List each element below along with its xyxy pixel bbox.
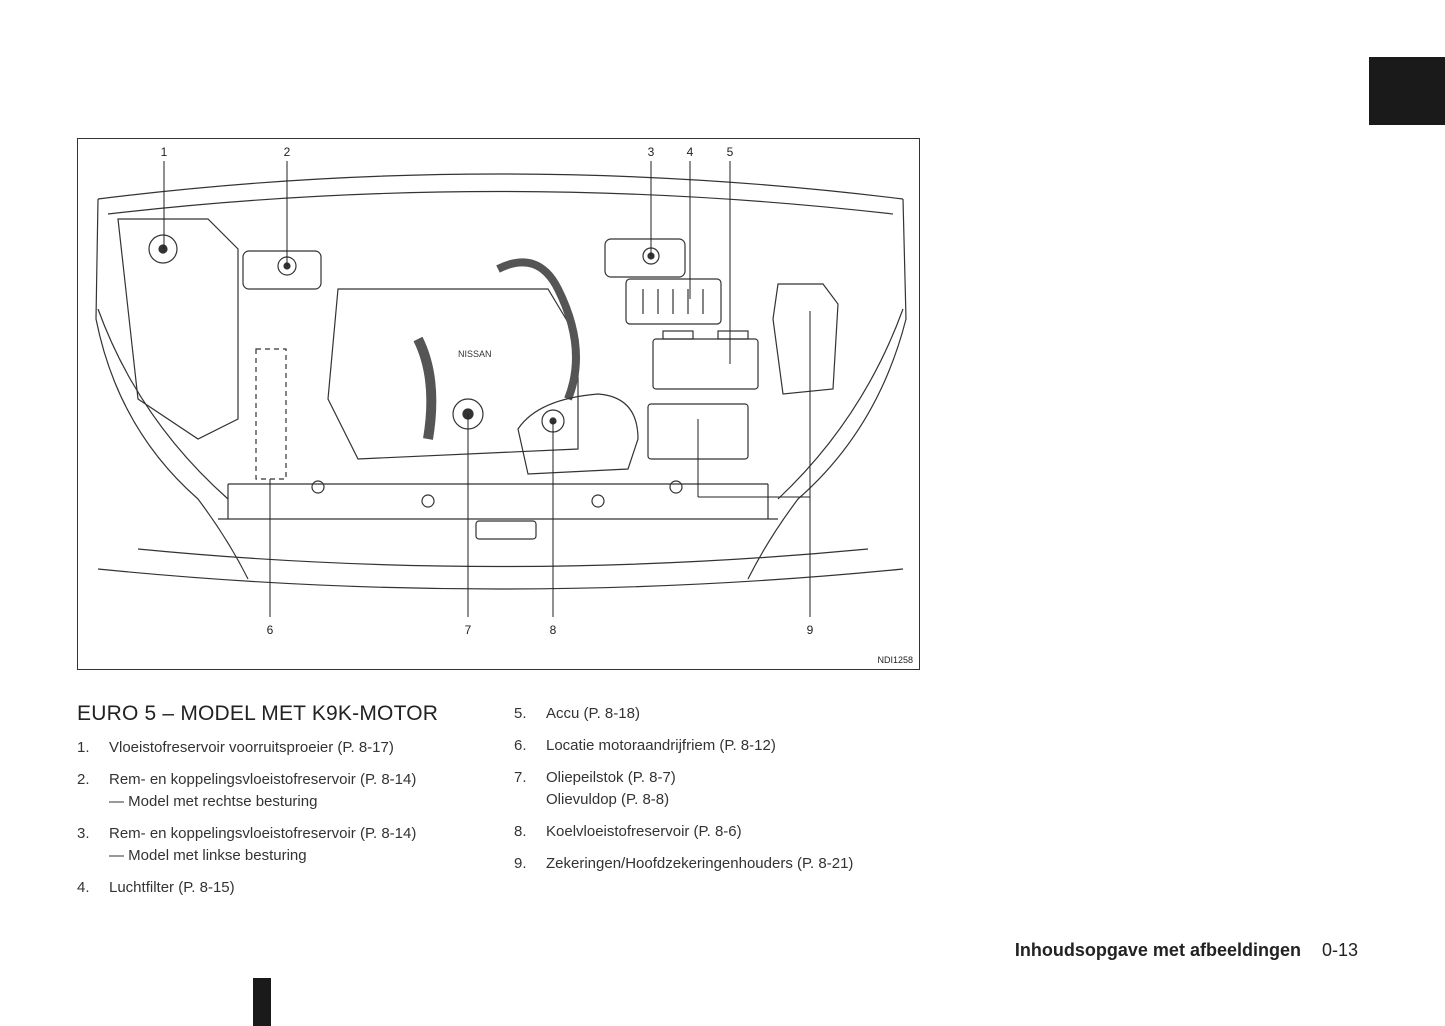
item-text: Vloeistofreservoir voorruitsproeier (P. … <box>109 739 394 756</box>
list-item: 5. Accu (P. 8-18) <box>514 703 934 725</box>
item-text: Koelvloeistofreservoir (P. 8-6) <box>546 823 742 840</box>
item-number: 4. <box>77 879 90 896</box>
callout-1: 1 <box>160 145 168 159</box>
item-text: Rem- en koppelingsvloeistofreservoir (P.… <box>109 825 417 842</box>
list-item: 7. Oliepeilstok (P. 8-7) Olievuldop (P. … <box>514 767 934 811</box>
item-text: Locatie motoraandrijfriem (P. 8-12) <box>546 737 776 754</box>
callout-9: 9 <box>806 623 814 637</box>
component-list-left: 1. Vloeistofreservoir voorruitsproeier (… <box>77 737 497 909</box>
list-item: 4. Luchtfilter (P. 8-15) <box>77 877 497 899</box>
item-number: 2. <box>77 771 90 788</box>
item-text: Luchtfilter (P. 8-15) <box>109 879 235 896</box>
engine-illustration: NISSAN <box>95 161 907 617</box>
list-item: 6. Locatie motoraandrijfriem (P. 8-12) <box>514 735 934 757</box>
item-number: 9. <box>514 855 527 872</box>
item-subtext: — Model met rechtse besturing <box>109 793 318 810</box>
list-item: 9. Zekeringen/Hoofdzekeringenhouders (P.… <box>514 853 934 875</box>
svg-text:NISSAN: NISSAN <box>458 349 492 359</box>
callout-8: 8 <box>549 623 557 637</box>
item-number: 5. <box>514 705 527 722</box>
callout-6: 6 <box>266 623 274 637</box>
callout-4: 4 <box>686 145 694 159</box>
item-text: Oliepeilstok (P. 8-7) <box>546 769 676 786</box>
item-number: 1. <box>77 739 90 756</box>
item-number: 8. <box>514 823 527 840</box>
list-item: 3. Rem- en koppelingsvloeistofreservoir … <box>77 823 497 867</box>
callout-3: 3 <box>647 145 655 159</box>
item-number: 7. <box>514 769 527 786</box>
callout-2: 2 <box>283 145 291 159</box>
section-title: EURO 5 – MODEL MET K9K-MOTOR <box>77 702 439 725</box>
engine-compartment-figure: NISSAN <box>77 138 920 670</box>
section-tab-marker <box>1369 57 1445 125</box>
page-footer: Inhoudsopgave met afbeeldingen 0-13 <box>1015 940 1358 961</box>
component-list-right: 5. Accu (P. 8-18) 6. Locatie motoraandri… <box>514 703 934 885</box>
item-number: 6. <box>514 737 527 754</box>
item-text: Zekeringen/Hoofdzekeringenhouders (P. 8-… <box>546 855 854 872</box>
item-text: Accu (P. 8-18) <box>546 705 640 722</box>
list-item: 1. Vloeistofreservoir voorruitsproeier (… <box>77 737 497 759</box>
callout-7: 7 <box>464 623 472 637</box>
page-number: 0-13 <box>1321 940 1358 960</box>
item-subtext: — Model met linkse besturing <box>109 847 307 864</box>
figure-code: NDI1258 <box>877 655 913 665</box>
footer-section-title: Inhoudsopgave met afbeeldingen <box>1014 940 1301 960</box>
item-text: Rem- en koppelingsvloeistofreservoir (P.… <box>109 771 417 788</box>
item-subtext: Olievuldop (P. 8-8) <box>546 791 670 808</box>
list-item: 8. Koelvloeistofreservoir (P. 8-6) <box>514 821 934 843</box>
item-number: 3. <box>77 825 90 842</box>
bottom-marker <box>253 978 271 1026</box>
list-item: 2. Rem- en koppelingsvloeistofreservoir … <box>77 769 497 813</box>
callout-5: 5 <box>726 145 734 159</box>
